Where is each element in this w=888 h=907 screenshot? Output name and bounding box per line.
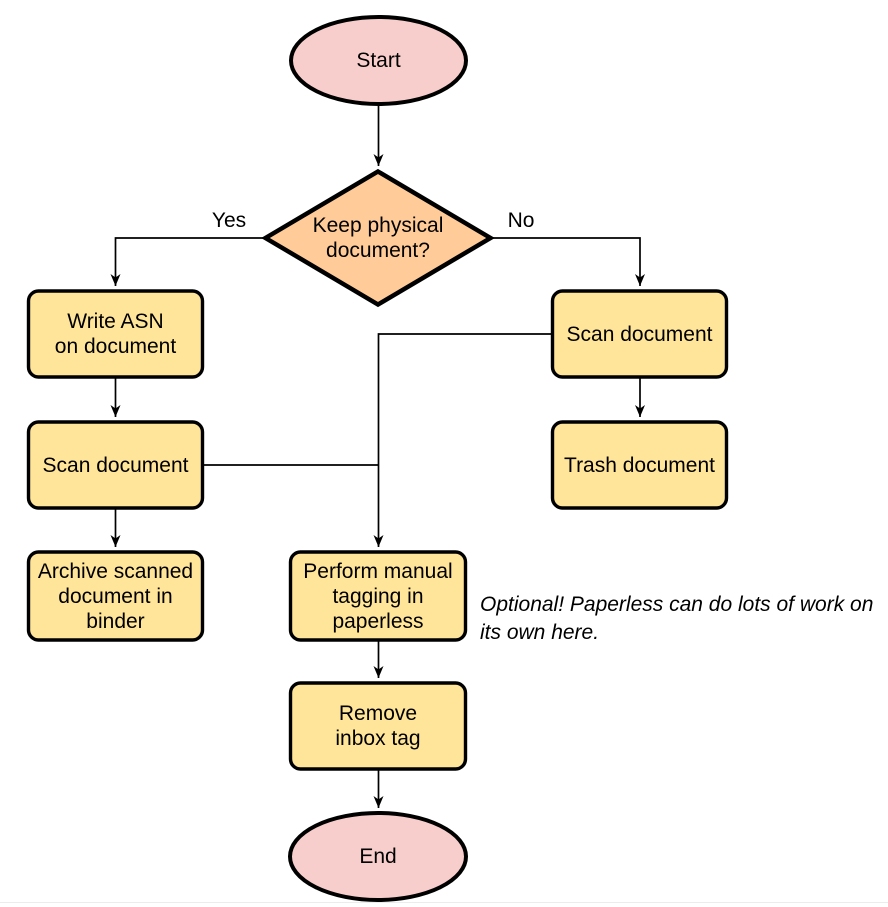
process-scan-right-shape [550, 289, 729, 379]
decision-keep-physical-shape [261, 168, 495, 308]
process-manual-tagging-shape [288, 550, 468, 642]
process-remove-inbox-tag-shape [288, 681, 468, 771]
start-terminal-shape [289, 15, 468, 106]
edge-decision-yes [110, 237, 265, 286]
process-scan-left-shape [26, 420, 205, 510]
end-terminal-shape [288, 811, 468, 902]
edge-scanright-to-tagging [373, 333, 553, 547]
process-trash-shape [550, 420, 729, 510]
process-archive-shape [26, 550, 205, 642]
edge-decision-no [490, 237, 645, 286]
page-boundary-line [0, 902, 888, 903]
process-write-asn-shape [26, 289, 205, 379]
